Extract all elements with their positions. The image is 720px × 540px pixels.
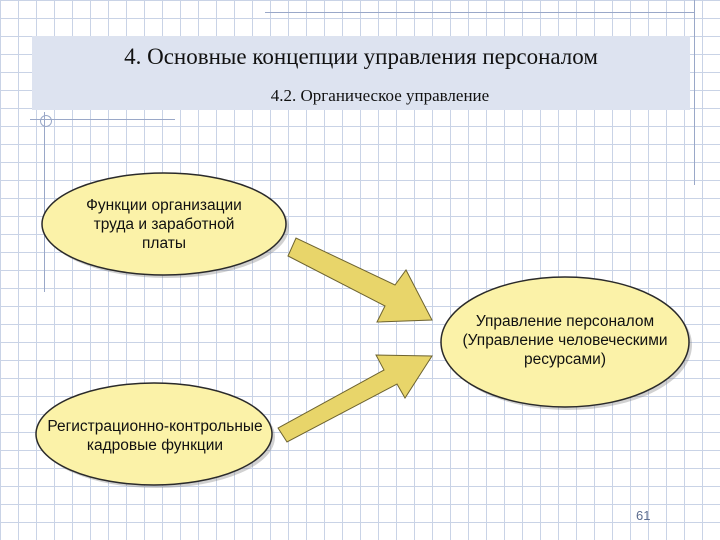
ellipse-right bbox=[440, 276, 690, 408]
ellipse-top-left bbox=[41, 172, 287, 276]
arrow-top-to-right bbox=[287, 237, 433, 323]
node-label-right: Управление персоналом (Управление челове… bbox=[462, 313, 668, 368]
decor-vertical-line bbox=[44, 112, 45, 292]
node-label-bottom-left: Регистрационно-контрольные кадровые функ… bbox=[47, 418, 263, 454]
slide-title: 4. Основные концепции управления персона… bbox=[124, 44, 598, 69]
decor-top-right-vertical bbox=[694, 0, 695, 185]
decor-top-right-horizontal bbox=[265, 12, 695, 13]
node-label-top-left: Функции организации труда и заработной п… bbox=[86, 197, 242, 252]
title-band bbox=[32, 36, 690, 110]
decor-horizontal-line bbox=[30, 119, 175, 120]
page-number: 61 bbox=[636, 508, 651, 523]
slide-subtitle: 4.2. Органическое управление bbox=[270, 86, 490, 105]
decor-circle bbox=[40, 115, 52, 127]
arrow-bottom-to-right bbox=[277, 354, 433, 443]
ellipse-bottom-left bbox=[35, 382, 273, 486]
